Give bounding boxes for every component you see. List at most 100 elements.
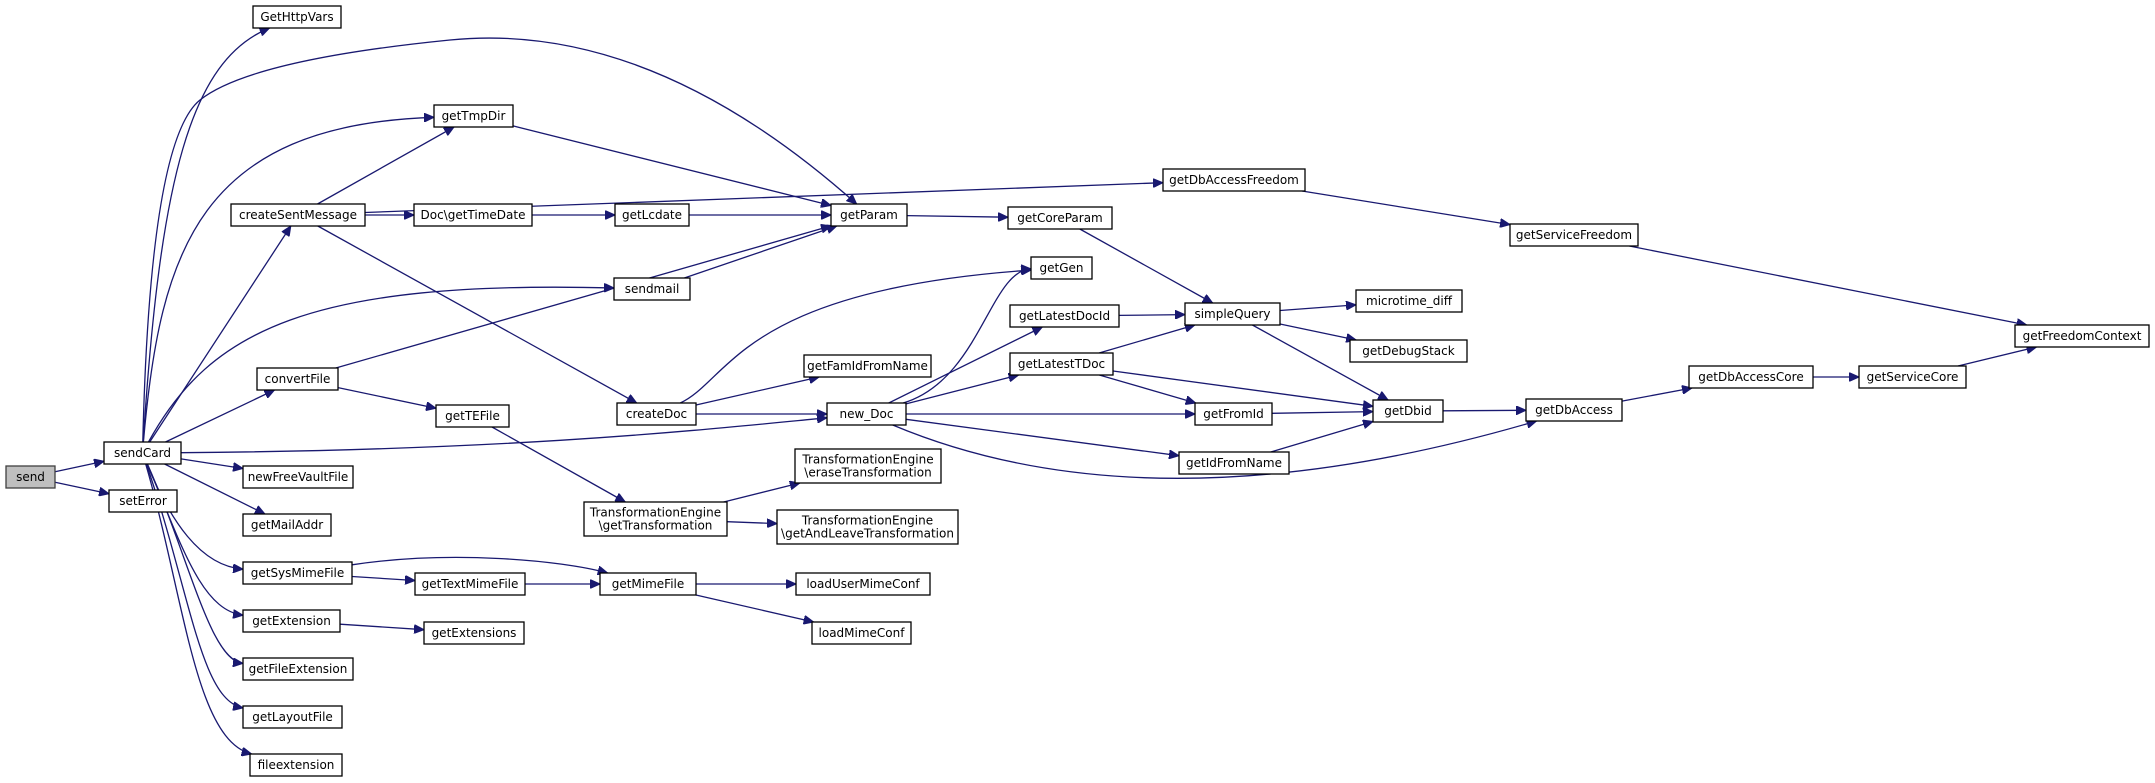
edge-sendCard-to-getTmpDir	[142, 117, 434, 443]
edge-sendmail-to-getParam	[684, 226, 836, 279]
edge-path	[142, 28, 269, 443]
node-getSysMimeFile[interactable]: getSysMimeFile	[242, 561, 353, 585]
edge-path	[888, 326, 1043, 404]
edge-path	[165, 389, 275, 443]
edge-path	[1079, 228, 1213, 303]
edge-path	[1442, 410, 1526, 411]
node-createSentMessage[interactable]: createSentMessage	[230, 203, 366, 227]
node-getServiceCore[interactable]: getServiceCore	[1858, 365, 1967, 389]
node-getTextMimeFile[interactable]: getTextMimeFile	[414, 572, 526, 596]
edge-sendCard-to-GetHttpVars	[142, 28, 269, 443]
node-getTEFile[interactable]: getTEFile	[435, 404, 510, 428]
node-GetHttpVars[interactable]: GetHttpVars	[252, 5, 342, 29]
node-box	[613, 277, 691, 301]
node-label: microtime_diff	[1366, 294, 1453, 308]
edge-layer	[54, 28, 2037, 754]
node-label: sendmail	[625, 282, 680, 296]
node-getMimeFile[interactable]: getMimeFile	[599, 572, 697, 596]
node-sendCard[interactable]: sendCard	[103, 441, 182, 465]
node-getFamIdFromName[interactable]: getFamIdFromName	[803, 354, 932, 378]
edge-createDoc-to-getGen	[680, 270, 1031, 404]
edge-path	[180, 418, 827, 454]
node-box	[242, 513, 332, 537]
node-label: TransformationEngine	[589, 506, 721, 520]
node-getDbAccessCore[interactable]: getDbAccessCore	[1688, 365, 1814, 389]
edge-path	[905, 418, 1179, 455]
edge-path	[147, 287, 615, 443]
node-getGen[interactable]: getGen	[1030, 256, 1093, 280]
node-box	[242, 561, 353, 585]
node-TEgetAndLeaveTransformation[interactable]: TransformationEngine\getAndLeaveTransfor…	[776, 509, 959, 545]
node-send[interactable]: send	[5, 465, 56, 489]
node-new_Doc[interactable]: new_Doc	[826, 402, 907, 426]
edge-sendCard-to-new_Doc	[180, 418, 827, 454]
node-getParam[interactable]: getParam	[830, 203, 908, 227]
node-box	[414, 572, 526, 596]
node-layer: send sendCard setError GetHttpVars getTmpDir…	[5, 5, 2150, 777]
node-box	[413, 203, 533, 227]
node-getIdFromName[interactable]: getIdFromName	[1178, 451, 1290, 475]
node-fileextension[interactable]: fileextension	[249, 753, 343, 777]
node-getLatestDocId[interactable]: getLatestDocId	[1009, 304, 1120, 328]
node-label: getLatestDocId	[1019, 309, 1110, 323]
node-box	[1184, 302, 1281, 326]
edge-getTmpDir-to-getParam	[512, 125, 831, 206]
node-label: Doc\getTimeDate	[421, 208, 526, 222]
node-getLayoutFile[interactable]: getLayoutFile	[242, 705, 343, 729]
node-getExtensions[interactable]: getExtensions	[423, 621, 525, 645]
node-box	[1688, 365, 1814, 389]
node-DocGetTimeDate[interactable]: Doc\getTimeDate	[413, 203, 533, 227]
node-box	[242, 609, 341, 633]
node-label: getFreedomContext	[2023, 329, 2142, 343]
edge-path	[180, 458, 243, 469]
node-getCoreParam[interactable]: getCoreParam	[1007, 206, 1113, 230]
node-createDoc[interactable]: createDoc	[616, 402, 697, 426]
node-newFreeVaultFile[interactable]: newFreeVaultFile	[242, 465, 354, 489]
node-microtime_diff[interactable]: microtime_diff	[1355, 289, 1463, 313]
node-label: \getAndLeaveTransformation	[781, 527, 954, 541]
node-loadMimeConf[interactable]: loadMimeConf	[811, 621, 912, 645]
edge-path	[903, 269, 1031, 404]
node-label: loadUserMimeConf	[806, 577, 920, 591]
node-box	[1162, 168, 1306, 192]
node-getServiceFreedom[interactable]: getServiceFreedom	[1509, 223, 1639, 247]
node-simpleQuery[interactable]: simpleQuery	[1184, 302, 1281, 326]
node-label: convertFile	[265, 372, 331, 386]
edge-path	[317, 127, 455, 205]
node-getDbAccessFreedom[interactable]: getDbAccessFreedom	[1162, 168, 1306, 192]
node-box	[230, 203, 366, 227]
node-getTmpDir[interactable]: getTmpDir	[433, 104, 514, 128]
edge-sendCard-to-createSentMessage	[149, 226, 291, 443]
node-convertFile[interactable]: convertFile	[256, 367, 339, 391]
node-getFreedomContext[interactable]: getFreedomContext	[2014, 324, 2150, 348]
node-getDbid[interactable]: getDbid	[1372, 399, 1444, 423]
edge-getParam-to-getCoreParam	[906, 216, 1008, 218]
node-getLatestTDoc[interactable]: getLatestTDoc	[1009, 352, 1114, 376]
node-getFromId[interactable]: getFromId	[1194, 402, 1273, 426]
node-getMailAddr[interactable]: getMailAddr	[242, 513, 332, 537]
node-getFileExtension[interactable]: getFileExtension	[242, 657, 354, 681]
node-getDebugStack[interactable]: getDebugStack	[1349, 339, 1468, 363]
node-loadUserMimeConf[interactable]: loadUserMimeConf	[795, 572, 931, 596]
node-box	[423, 621, 525, 645]
node-label: getFamIdFromName	[807, 359, 928, 373]
edge-getExtension-to-getExtensions	[339, 623, 424, 630]
node-getDbAccess[interactable]: getDbAccess	[1525, 398, 1623, 422]
edge-path	[684, 226, 836, 279]
node-setError[interactable]: setError	[108, 489, 178, 513]
edge-getLatestTDoc-to-simpleQuery	[1098, 325, 1195, 354]
node-TEeraseTransformation[interactable]: TransformationEngine\eraseTransformation	[794, 448, 942, 484]
node-box	[1009, 304, 1120, 328]
edge-path	[335, 226, 831, 369]
node-label: getIdFromName	[1186, 456, 1282, 470]
edge-path	[1621, 388, 1692, 402]
edge-path	[1279, 323, 1356, 340]
node-TEgetTransformation[interactable]: TransformationEngine\getTransformation	[583, 501, 728, 537]
node-label: simpleQuery	[1194, 307, 1270, 321]
edge-simpleQuery-to-getDbid	[1252, 324, 1388, 400]
node-getLcdate[interactable]: getLcdate	[614, 203, 690, 227]
node-label: getServiceFreedom	[1516, 228, 1632, 242]
node-getExtension[interactable]: getExtension	[242, 609, 341, 633]
edge-path	[695, 594, 814, 622]
node-sendmail[interactable]: sendmail	[613, 277, 691, 301]
